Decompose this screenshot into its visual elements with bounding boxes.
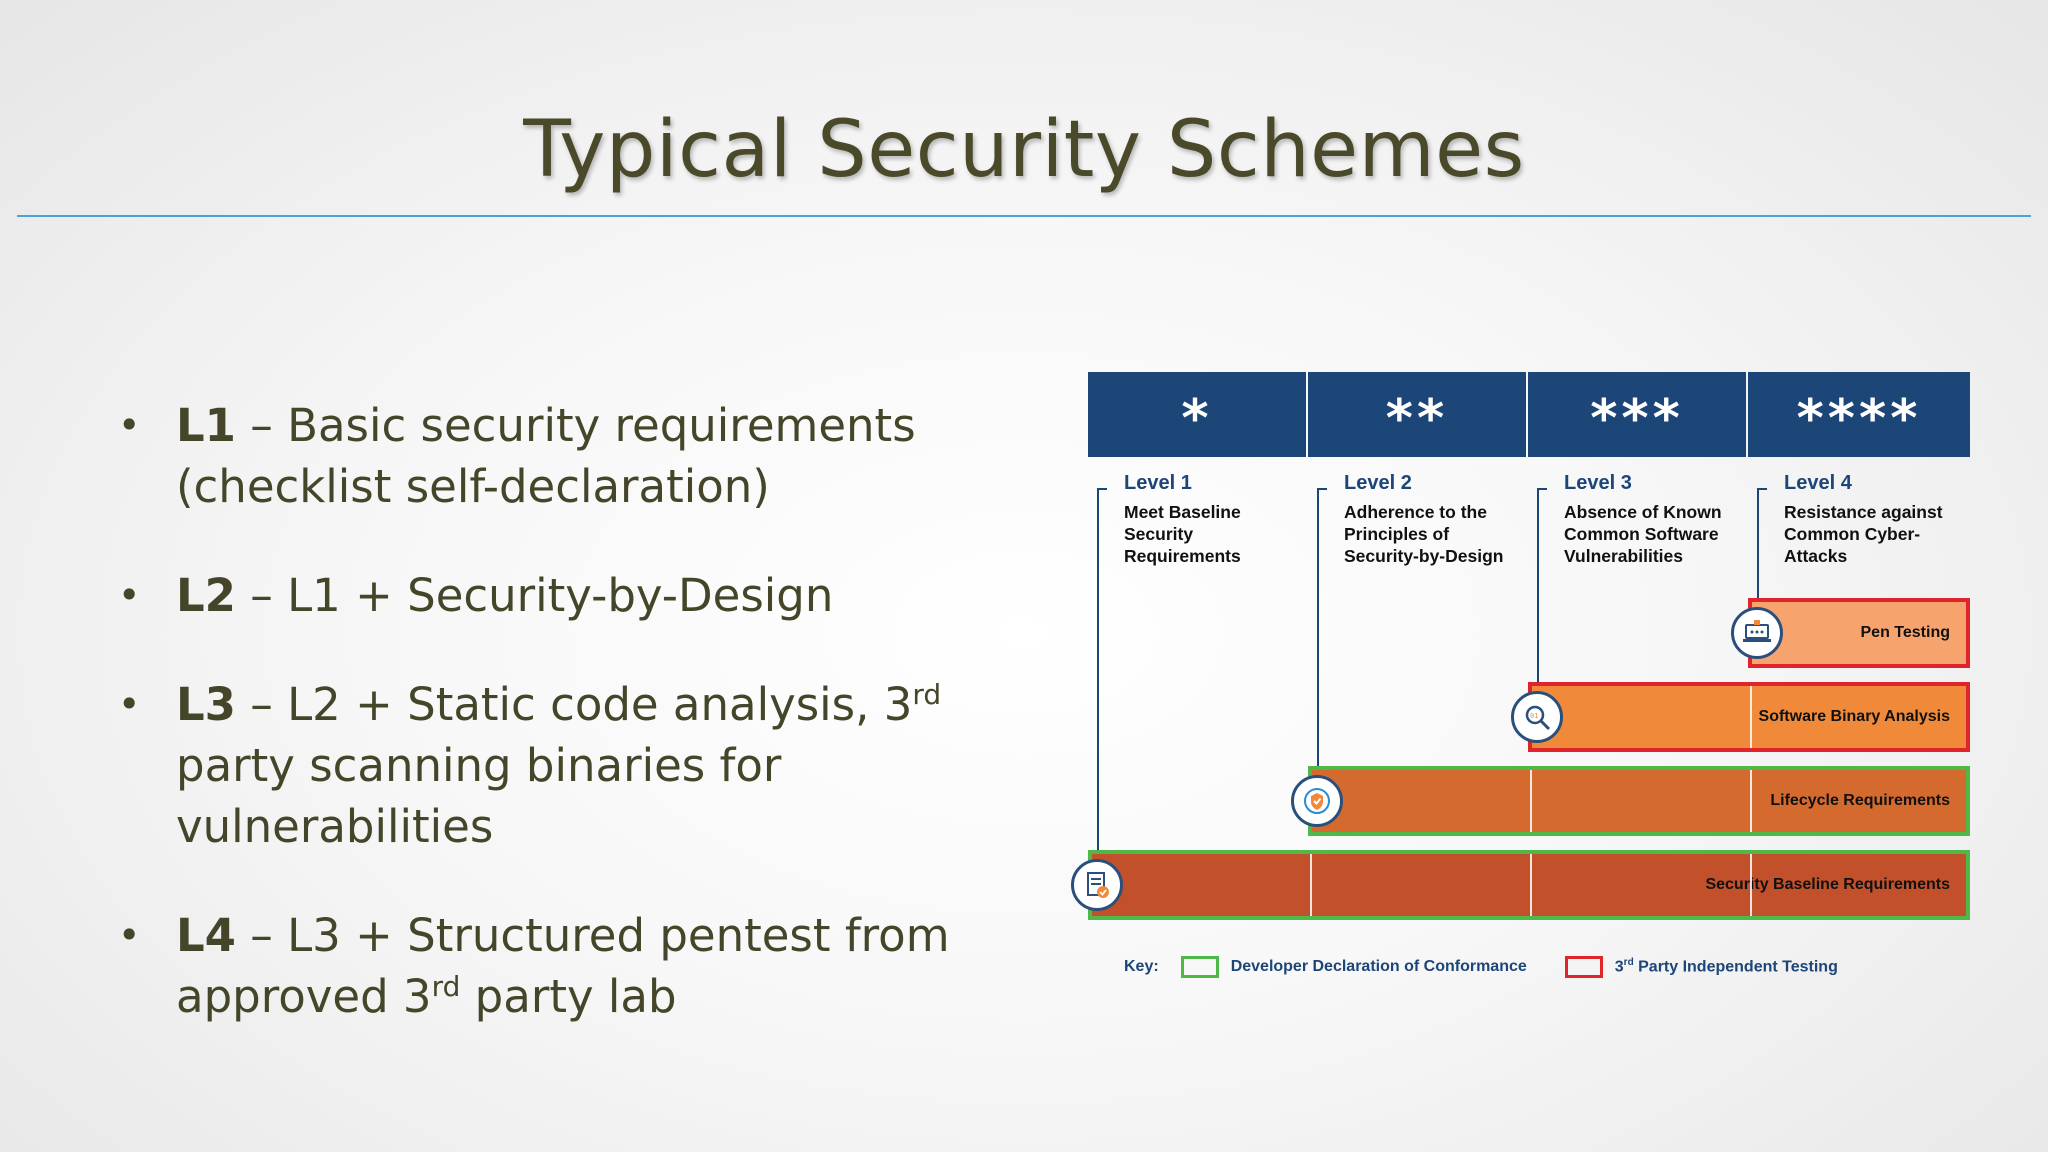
bar-divider: [1750, 770, 1752, 832]
bullet-superscript: rd: [431, 970, 461, 1003]
key-third-party-text: Party Independent Testing: [1633, 958, 1838, 976]
level-2-desc: Adherence to the Principles of Security-…: [1344, 502, 1504, 566]
bar-label: Lifecycle Requirements: [1770, 792, 1950, 809]
key-green-swatch: [1180, 956, 1219, 978]
level-2-stub: [1317, 488, 1327, 490]
level-1-title: Level 1: [1124, 472, 1192, 494]
bullet-text: – L1 + Security-by-Design: [236, 569, 834, 622]
level-4-stub: [1757, 488, 1767, 490]
bullet-superscript: rd: [912, 678, 942, 711]
svg-text:01: 01: [1530, 712, 1538, 720]
bullet-level: L3: [176, 678, 236, 731]
bullet-text-cont: party scanning binaries for vulnerabilit…: [176, 739, 782, 853]
level-3-title: Level 3: [1564, 472, 1632, 494]
bullet-dot: •: [118, 682, 141, 726]
star-header-level-2: **: [1308, 372, 1526, 457]
key-label: Key:: [1124, 958, 1159, 975]
bullet-item-l1: • L1 – Basic security requirements (chec…: [110, 395, 1070, 517]
bar-divider: [1750, 854, 1752, 916]
level-2-connector: [1317, 488, 1319, 788]
level-1-stub: [1097, 488, 1107, 490]
bullet-level: L4: [176, 909, 236, 962]
bullet-level: L2: [176, 569, 236, 622]
bar-label: Software Binary Analysis: [1758, 708, 1950, 725]
star-header-level-1: *: [1088, 372, 1306, 457]
level-1-connector: [1097, 488, 1099, 868]
bar-pen-testing: Pen Testing: [1748, 598, 1970, 668]
bullet-text: – Basic security requirements (checklist…: [176, 399, 916, 513]
pen-test-laptop-icon: [1731, 607, 1783, 659]
bullet-item-l4: • L4 – L3 + Structured pentest from appr…: [110, 905, 1070, 1027]
diagram-key: Key: Developer Declaration of Conformanc…: [1124, 956, 1838, 978]
bullet-item-l3: • L3 – L2 + Static code analysis, 3rd pa…: [110, 674, 1070, 857]
bullet-text: – L2 + Static code analysis, 3: [236, 678, 913, 731]
bar-security-baseline-requirements: Security Baseline Requirements: [1088, 850, 1970, 920]
level-4-connector: [1757, 488, 1759, 618]
key-developer-label: Developer Declaration of Conformance: [1230, 958, 1527, 975]
bullet-text: – L3 + Structured pentest from approved …: [176, 909, 950, 1023]
bar-lifecycle-requirements: Lifecycle Requirements: [1308, 766, 1970, 836]
level-3-stub: [1537, 488, 1547, 490]
key-third-party-label: 3rd Party Independent Testing: [1615, 957, 1838, 976]
title-divider: [17, 215, 2031, 217]
level-2-block: Level 2 Adherence to the Principles of S…: [1344, 472, 1554, 567]
level-4-title: Level 4: [1784, 472, 1852, 494]
bullet-dot: •: [118, 913, 141, 957]
key-red-swatch: [1564, 956, 1603, 978]
bullet-text-cont: party lab: [460, 970, 677, 1023]
level-3-block: Level 3 Absence of Known Common Software…: [1564, 472, 1774, 567]
level-1-block: Level 1 Meet Baseline Security Requireme…: [1124, 472, 1334, 567]
checklist-document-icon: [1071, 859, 1123, 911]
level-3-desc: Absence of Known Common Software Vulnera…: [1564, 502, 1722, 566]
bar-divider: [1750, 686, 1752, 748]
slide-title: Typical Security Schemes: [523, 105, 1525, 195]
bar-software-binary-analysis: Software Binary Analysis: [1528, 682, 1970, 752]
bullet-dot: •: [118, 403, 141, 447]
bullet-level: L1: [176, 399, 236, 452]
bar-divider: [1310, 854, 1312, 916]
bar-divider: [1530, 770, 1532, 832]
star-header-level-4: ****: [1748, 372, 1970, 457]
key-third-party-sup: rd: [1623, 957, 1634, 969]
bullet-list: • L1 – Basic security requirements (chec…: [110, 395, 1070, 1075]
level-2-title: Level 2: [1344, 472, 1412, 494]
level-4-block: Level 4 Resistance against Common Cyber-…: [1784, 472, 1994, 567]
shield-icon: [1291, 775, 1343, 827]
bullet-dot: •: [118, 573, 141, 617]
level-4-desc: Resistance against Common Cyber-Attacks: [1784, 502, 1943, 566]
bar-divider: [1530, 854, 1532, 916]
bar-label: Security Baseline Requirements: [1705, 876, 1950, 893]
star-header-level-3: ***: [1528, 372, 1746, 457]
security-levels-diagram: * ** *** **** Level 1 Meet Baseline Secu…: [1068, 372, 1978, 988]
level-1-desc: Meet Baseline Security Requirements: [1124, 502, 1241, 566]
level-3-connector: [1537, 488, 1539, 703]
binary-magnifier-icon: 01: [1511, 691, 1563, 743]
bullet-item-l2: • L2 – L1 + Security-by-Design: [110, 565, 1070, 626]
key-third-party-num: 3: [1614, 958, 1624, 976]
